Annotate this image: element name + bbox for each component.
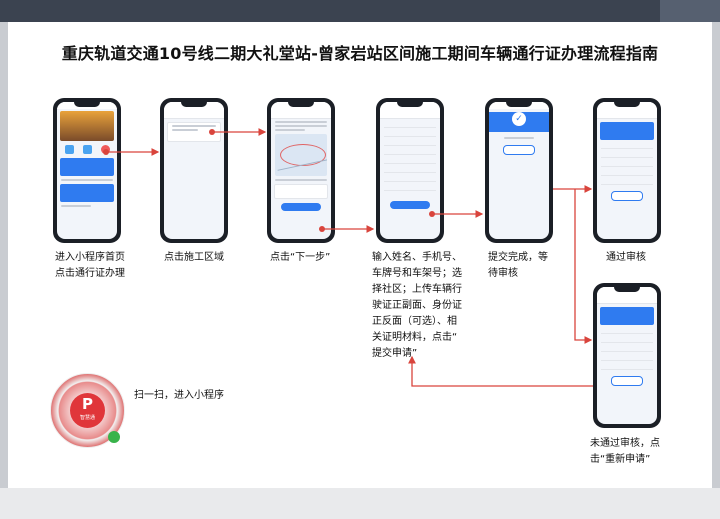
community-select[interactable] bbox=[384, 158, 436, 164]
phone-notch bbox=[614, 102, 640, 107]
step-5-label: 提交完成，等 待审核 bbox=[488, 250, 568, 282]
step-7-label-text: 未通过审核，点 击“重新申请” bbox=[590, 438, 660, 465]
phone-7-screen bbox=[597, 287, 657, 424]
info-row bbox=[601, 179, 653, 185]
phone-notch bbox=[397, 102, 423, 107]
info-row bbox=[601, 170, 653, 176]
qr-logo-text: 智慧通 bbox=[79, 415, 95, 421]
notice-card bbox=[60, 184, 114, 202]
bottom-bar bbox=[0, 488, 720, 519]
screen-header bbox=[271, 109, 331, 119]
phone-notch bbox=[181, 102, 207, 107]
screen-header bbox=[597, 109, 657, 119]
tap-dot bbox=[429, 211, 435, 217]
phone-step-3-next bbox=[267, 98, 335, 243]
step-6-label: 通过审核 bbox=[606, 250, 686, 266]
submit-application-button[interactable] bbox=[390, 201, 430, 209]
next-step-button[interactable] bbox=[281, 203, 321, 211]
screen-header bbox=[597, 294, 657, 304]
tap-dot bbox=[103, 149, 109, 155]
upload-id-field[interactable] bbox=[384, 176, 436, 182]
view-button[interactable] bbox=[503, 145, 535, 155]
info-row bbox=[601, 143, 653, 149]
home-banner bbox=[60, 111, 114, 141]
phone-notch bbox=[74, 102, 100, 107]
screen-header bbox=[164, 109, 224, 119]
step-2-label-text: 点击施工区域 bbox=[164, 252, 224, 263]
info-row bbox=[601, 328, 653, 334]
step-5-label-text: 提交完成，等 待审核 bbox=[488, 252, 548, 279]
step-3-label: 点击“下一步” bbox=[270, 250, 370, 266]
info-row bbox=[601, 346, 653, 352]
name-field[interactable] bbox=[384, 122, 436, 128]
info-row bbox=[601, 364, 653, 370]
blue-header: ✓ bbox=[489, 112, 549, 132]
upload-license-field[interactable] bbox=[384, 167, 436, 173]
step-7-label: 未通过审核，点 击“重新申请” bbox=[590, 436, 700, 468]
phone-field[interactable] bbox=[384, 131, 436, 137]
text-line bbox=[172, 125, 216, 127]
qr-logo: P 智慧通 bbox=[70, 393, 105, 428]
phone-step-1-home bbox=[53, 98, 121, 243]
page-title: 重庆轨道交通10号线二期大礼堂站-曾家岩站区间施工期间车辆通行证办理流程指南 bbox=[61, 44, 659, 63]
mini-program-qr-code[interactable]: P 智慧通 bbox=[50, 373, 125, 448]
text-line bbox=[61, 205, 91, 207]
agreement-card bbox=[274, 184, 328, 199]
service-icon[interactable] bbox=[82, 145, 92, 154]
pass-card bbox=[600, 307, 654, 325]
qr-caption: 扫一扫，进入小程序 bbox=[134, 390, 224, 401]
step-4-label: 输入姓名、手机号、 车牌号和车架号；选 择社区；上传车辆行 驶证正副面、身份证 … bbox=[372, 250, 482, 362]
upload-proof-field[interactable] bbox=[384, 185, 436, 191]
service-icon[interactable] bbox=[64, 145, 74, 154]
text-line bbox=[275, 121, 327, 123]
info-row bbox=[601, 355, 653, 361]
phone-notch bbox=[288, 102, 314, 107]
qr-logo-mark: P bbox=[82, 395, 93, 413]
phone-notch bbox=[614, 287, 640, 292]
reapply-button[interactable] bbox=[611, 376, 643, 386]
notice-card bbox=[60, 158, 114, 176]
phone-1-screen bbox=[57, 102, 117, 239]
wechat-badge-icon bbox=[108, 431, 120, 443]
screen-header bbox=[380, 109, 440, 119]
info-row bbox=[601, 161, 653, 167]
arrow-5-to-7 bbox=[574, 189, 593, 344]
text-line bbox=[172, 129, 198, 131]
phone-step-5-submitted: ✓ bbox=[485, 98, 553, 243]
check-icon: ✓ bbox=[512, 112, 526, 126]
area-map bbox=[275, 134, 327, 176]
step-1-label-text: 进入小程序首页 点击通行证办理 bbox=[55, 252, 125, 279]
text-line bbox=[504, 137, 534, 139]
phone-3-screen bbox=[271, 102, 331, 239]
text-line bbox=[275, 129, 305, 131]
action-button[interactable] bbox=[611, 191, 643, 201]
phone-notch bbox=[506, 102, 532, 107]
top-bar-accent bbox=[660, 0, 720, 22]
arrow-7-to-4 bbox=[408, 355, 593, 387]
phone-step-4-form bbox=[376, 98, 444, 243]
info-row bbox=[601, 337, 653, 343]
step-3-label-text: 点击“下一步” bbox=[270, 252, 331, 263]
plate-field[interactable] bbox=[384, 140, 436, 146]
text-line bbox=[61, 179, 113, 181]
phone-step-2-area bbox=[160, 98, 228, 243]
vin-field[interactable] bbox=[384, 149, 436, 155]
step-6-label-text: 通过审核 bbox=[606, 252, 646, 263]
step-2-label: 点击施工区域 bbox=[164, 250, 264, 266]
info-row bbox=[601, 152, 653, 158]
pass-card bbox=[600, 122, 654, 140]
window-top-bar bbox=[0, 0, 720, 22]
text-line bbox=[275, 179, 327, 181]
text-line bbox=[275, 125, 327, 127]
tap-dot bbox=[319, 226, 325, 232]
phone-step-7-rejected bbox=[593, 283, 661, 428]
tap-dot bbox=[209, 129, 215, 135]
step-4-label-text: 输入姓名、手机号、 车牌号和车架号；选 择社区；上传车辆行 驶证正副面、身份证 … bbox=[372, 252, 462, 359]
phone-5-screen: ✓ bbox=[489, 102, 549, 239]
step-1-label: 进入小程序首页 点击通行证办理 bbox=[55, 250, 155, 282]
phone-6-screen bbox=[597, 102, 657, 239]
phone-step-6-approved bbox=[593, 98, 661, 243]
